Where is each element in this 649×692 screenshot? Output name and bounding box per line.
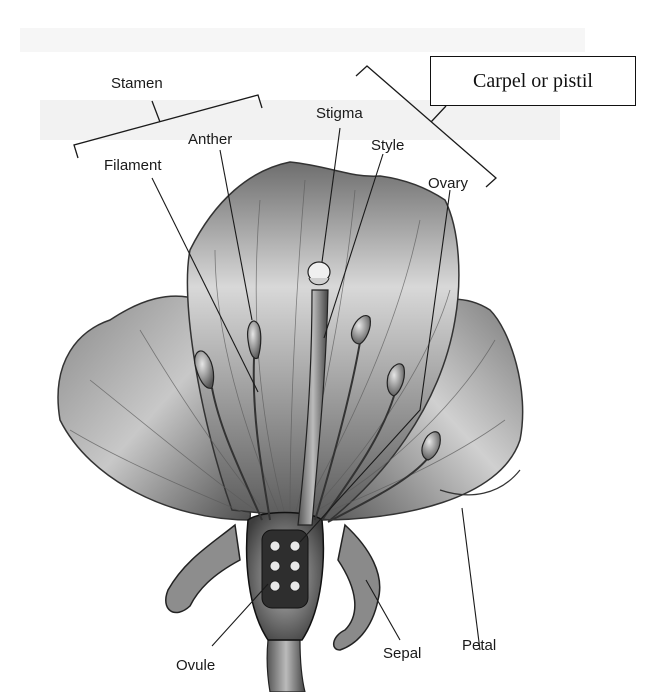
style-label: Style	[371, 137, 404, 154]
petal-label: Petal	[462, 637, 496, 654]
ovary	[247, 513, 324, 641]
ovule-label: Ovule	[176, 657, 215, 674]
carpel-or-pistil-callout: Carpel or pistil	[430, 56, 636, 106]
filament-label: Filament	[104, 157, 162, 174]
carpel-or-pistil-label: Carpel or pistil	[473, 70, 593, 93]
anther-label: Anther	[188, 131, 232, 148]
stamen-label: Stamen	[111, 75, 163, 92]
ovary-label: Ovary	[428, 175, 469, 192]
sepal-label: Sepal	[383, 645, 421, 662]
stigma-label: Stigma	[316, 105, 363, 122]
